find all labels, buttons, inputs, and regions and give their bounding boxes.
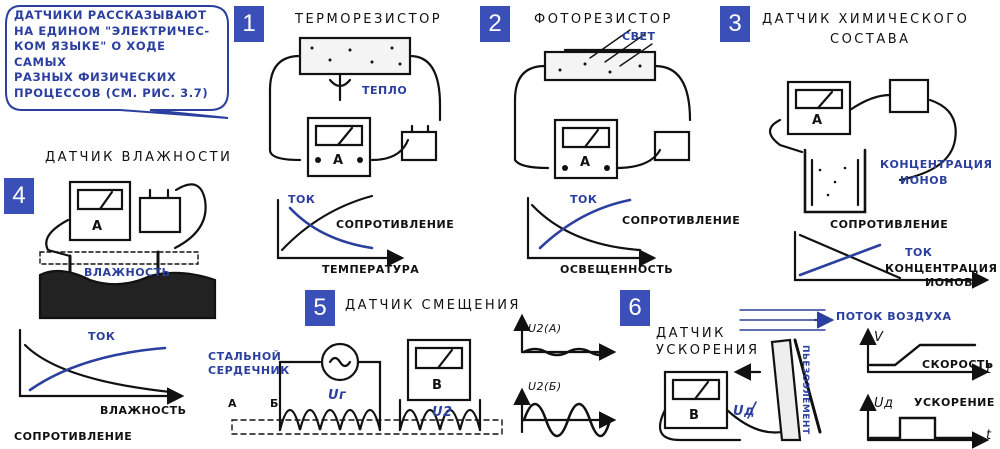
voltmeter-label-5: B bbox=[432, 378, 443, 393]
chemical-title-line1: ДАТЧИК ХИМИЧЕСКОГО bbox=[762, 12, 970, 27]
ammeter-label-1: A bbox=[333, 153, 344, 168]
illuminance-label: ОСВЕЩЕННОСТЬ bbox=[560, 263, 674, 276]
time-axis-label-1: t bbox=[986, 362, 992, 377]
steel-core-label-2: СЕРДЕЧНИК bbox=[208, 364, 290, 377]
displacement-circuit bbox=[231, 338, 503, 435]
acceleration-circuit bbox=[658, 309, 835, 442]
piezo-label: ПЬЕЗОЭЛЕМЕНТ bbox=[800, 345, 810, 435]
heat-label: ТЕПЛО bbox=[362, 84, 408, 97]
chemical-circuit bbox=[768, 78, 957, 214]
humidity-graph bbox=[18, 328, 185, 405]
humidity-title: ДАТЧИК ВЛАЖНОСТИ bbox=[45, 150, 233, 165]
voltage-axis-label: Uд bbox=[874, 396, 894, 411]
ion-concentration-label-1: КОНЦЕНТРАЦИЯ bbox=[880, 158, 993, 171]
resistance-label-4: СОПРОТИВЛЕНИЕ bbox=[14, 430, 133, 443]
panel-number-1: 1 bbox=[234, 6, 264, 42]
acceleration-label: УСКОРЕНИЕ bbox=[914, 396, 995, 409]
position-a-label: А bbox=[228, 397, 238, 410]
acceleration-graphs bbox=[859, 327, 990, 449]
speech-bubble-text: Датчики рассказывают на едином "электрич… bbox=[14, 8, 210, 100]
displacement-title: ДАТЧИК СМЕЩЕНИЯ bbox=[345, 298, 521, 313]
current-label-2: ТОК bbox=[570, 193, 598, 206]
ion-concentration-label-2: ИОНОВ bbox=[900, 174, 948, 187]
ion-concentration-axis-1: КОНЦЕНТРАЦИЯ bbox=[885, 262, 998, 275]
ion-concentration-axis-2: ИОНОВ bbox=[925, 276, 973, 289]
resistance-label-1: СОПРОТИВЛЕНИЕ bbox=[336, 218, 455, 231]
voltmeter-label-6: B bbox=[689, 408, 700, 423]
ammeter-label-4: A bbox=[92, 219, 103, 234]
acceleration-title-line2: УСКОРЕНИЯ bbox=[656, 343, 760, 358]
current-label-4: ТОК bbox=[88, 330, 116, 343]
ammeter-label-2: A bbox=[580, 155, 591, 170]
temperature-label: ТЕМПЕРАТУРА bbox=[322, 263, 420, 276]
thermistor-title: ТЕРМОРЕЗИСТОР bbox=[295, 12, 443, 27]
thermistor-graph bbox=[276, 194, 405, 267]
steel-core-label-1: СТАЛЬНОЙ bbox=[208, 350, 282, 363]
airflow-label: ПОТОК ВОЗДУХА bbox=[836, 310, 952, 323]
panel-number-3: 3 bbox=[720, 6, 750, 42]
photoresistor-circuit bbox=[513, 29, 692, 180]
current-label-3: ТОК bbox=[905, 246, 933, 259]
position-b-label: Б bbox=[270, 397, 279, 410]
acceleration-title-line1: ДАТЧИК bbox=[656, 326, 726, 341]
wave-b-label: U2(Б) bbox=[528, 380, 562, 393]
chemical-graph bbox=[793, 230, 990, 289]
humidity-axis-label: ВЛАЖНОСТЬ bbox=[100, 404, 187, 417]
humidity-label: ВЛАЖНОСТЬ bbox=[84, 266, 171, 279]
chemical-title-line2: СОСТАВА bbox=[830, 32, 911, 47]
displacement-waves bbox=[513, 313, 617, 438]
output-voltage-label: U2 bbox=[432, 405, 453, 420]
resistance-label-3: СОПРОТИВЛЕНИЕ bbox=[830, 218, 949, 231]
velocity-axis-label: V bbox=[874, 330, 884, 345]
resistance-label-2: СОПРОТИВЛЕНИЕ bbox=[622, 214, 741, 227]
panel-number-5: 5 bbox=[305, 290, 335, 326]
light-label: СВЕТ bbox=[622, 30, 656, 43]
panel-number-4: 4 bbox=[4, 178, 34, 214]
time-axis-label-2: t bbox=[986, 428, 992, 443]
photoresistor-title: ФОТОРЕЗИСТОР bbox=[534, 12, 673, 27]
speed-label: СКОРОСТЬ bbox=[922, 358, 994, 371]
wave-a-label: U2(A) bbox=[528, 322, 562, 335]
piezo-voltage-label: Uд bbox=[733, 404, 756, 419]
thermistor-circuit bbox=[268, 36, 442, 178]
generator-voltage-label: Uг bbox=[328, 388, 347, 403]
panel-number-6: 6 bbox=[620, 290, 650, 326]
panel-number-2: 2 bbox=[480, 6, 510, 42]
photoresistor-graph bbox=[526, 196, 657, 267]
current-label-1: ТОК bbox=[288, 193, 316, 206]
humidity-circuit bbox=[38, 180, 217, 320]
ammeter-label-3: A bbox=[812, 113, 823, 128]
